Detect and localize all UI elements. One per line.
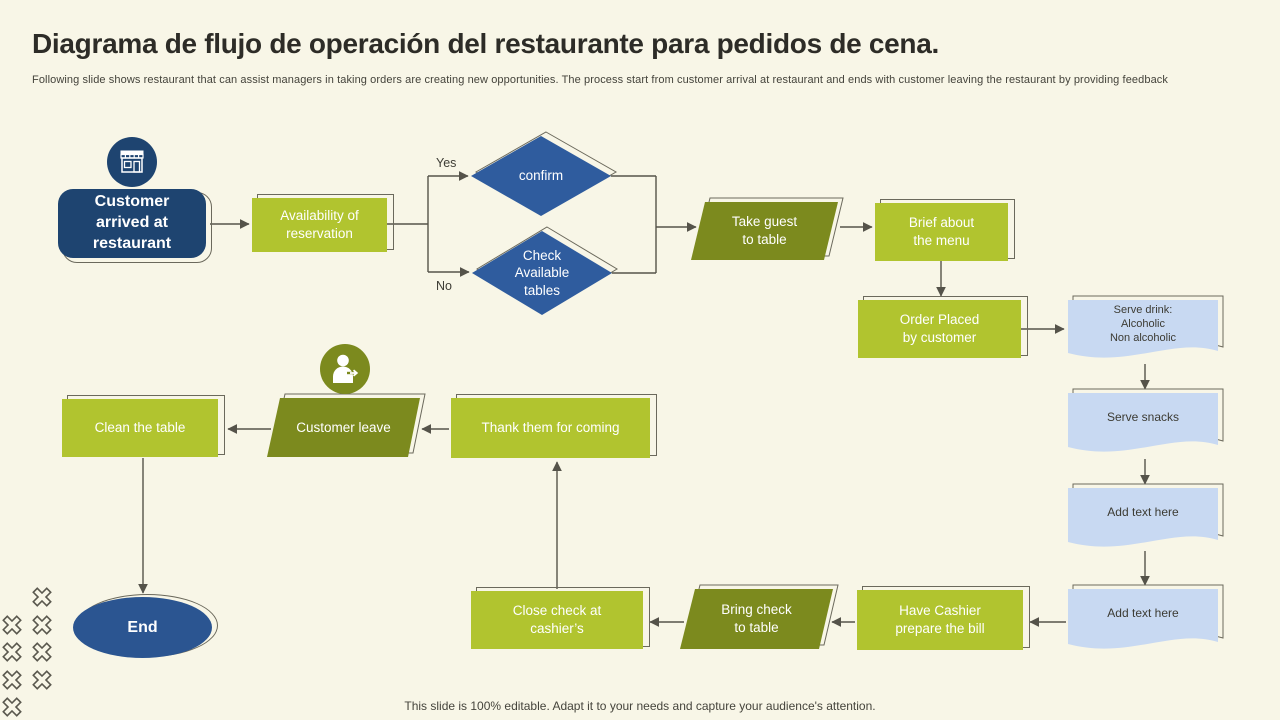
node-availability-of-reservation: Availability of reservation — [252, 198, 387, 252]
node-serve-snacks-shape — [1068, 393, 1218, 452]
branch-label-yes: Yes — [436, 156, 457, 170]
node-order-placed: Order Placed by customer — [858, 300, 1021, 358]
node-thank-them-for-coming: Thank them for coming — [451, 398, 650, 458]
page-title: Diagrama de flujo de operación del resta… — [32, 28, 939, 59]
node-take-guest-shape — [691, 202, 838, 260]
node-customer-leave-shape — [267, 398, 420, 457]
node-add-text-2-shape — [1068, 589, 1218, 649]
node-check-tables-shape — [472, 231, 612, 315]
node-end: End — [73, 597, 212, 658]
node-confirm-shape — [471, 136, 611, 216]
branch-label-no: No — [436, 279, 452, 293]
node-close-check-cashiers: Close check at cashier’s — [471, 591, 643, 649]
node-clean-the-table: Clean the table — [62, 399, 218, 457]
person-exit-icon — [320, 344, 370, 394]
node-add-text-1-shape — [1068, 488, 1218, 547]
connector-lines — [138, 171, 1150, 627]
node-start: Customer arrived at restaurant — [58, 189, 206, 258]
node-have-cashier-prepare-bill: Have Cashier prepare the bill — [857, 590, 1023, 650]
node-brief-about-menu: Brief about the menu — [875, 203, 1008, 261]
slide-subtitle: Following slide shows restaurant that ca… — [32, 74, 1168, 86]
node-serve-drink-shape — [1068, 300, 1218, 358]
slide-footer-note: This slide is 100% editable. Adapt it to… — [404, 699, 876, 713]
node-bring-check-shape — [680, 589, 833, 649]
storefront-icon — [107, 137, 157, 187]
